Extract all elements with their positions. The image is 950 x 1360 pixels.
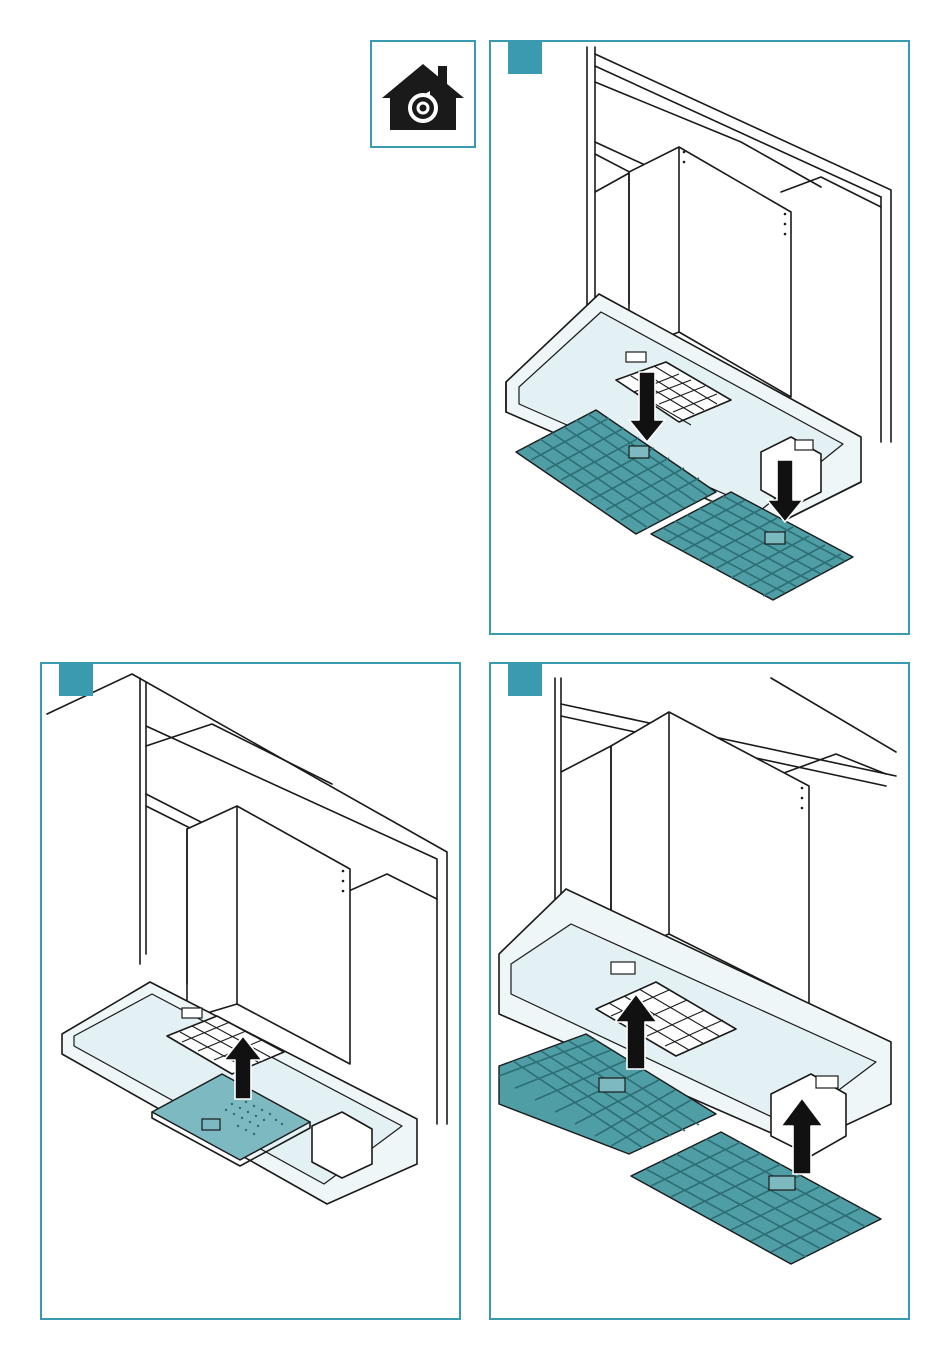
step-panel-2 — [40, 662, 461, 1320]
step-panel-1 — [489, 40, 910, 635]
step-1-illustration — [491, 42, 908, 633]
recirculation-mode-box — [370, 40, 476, 148]
step-panel-3 — [489, 662, 910, 1320]
step-3-illustration — [491, 664, 908, 1318]
step-marker-1 — [508, 40, 542, 74]
carbon-filter-right — [631, 1132, 881, 1264]
house-recirculation-icon — [372, 42, 474, 146]
step-marker-2 — [59, 662, 93, 696]
step-marker-3 — [508, 662, 542, 696]
step-2-illustration — [42, 664, 459, 1318]
